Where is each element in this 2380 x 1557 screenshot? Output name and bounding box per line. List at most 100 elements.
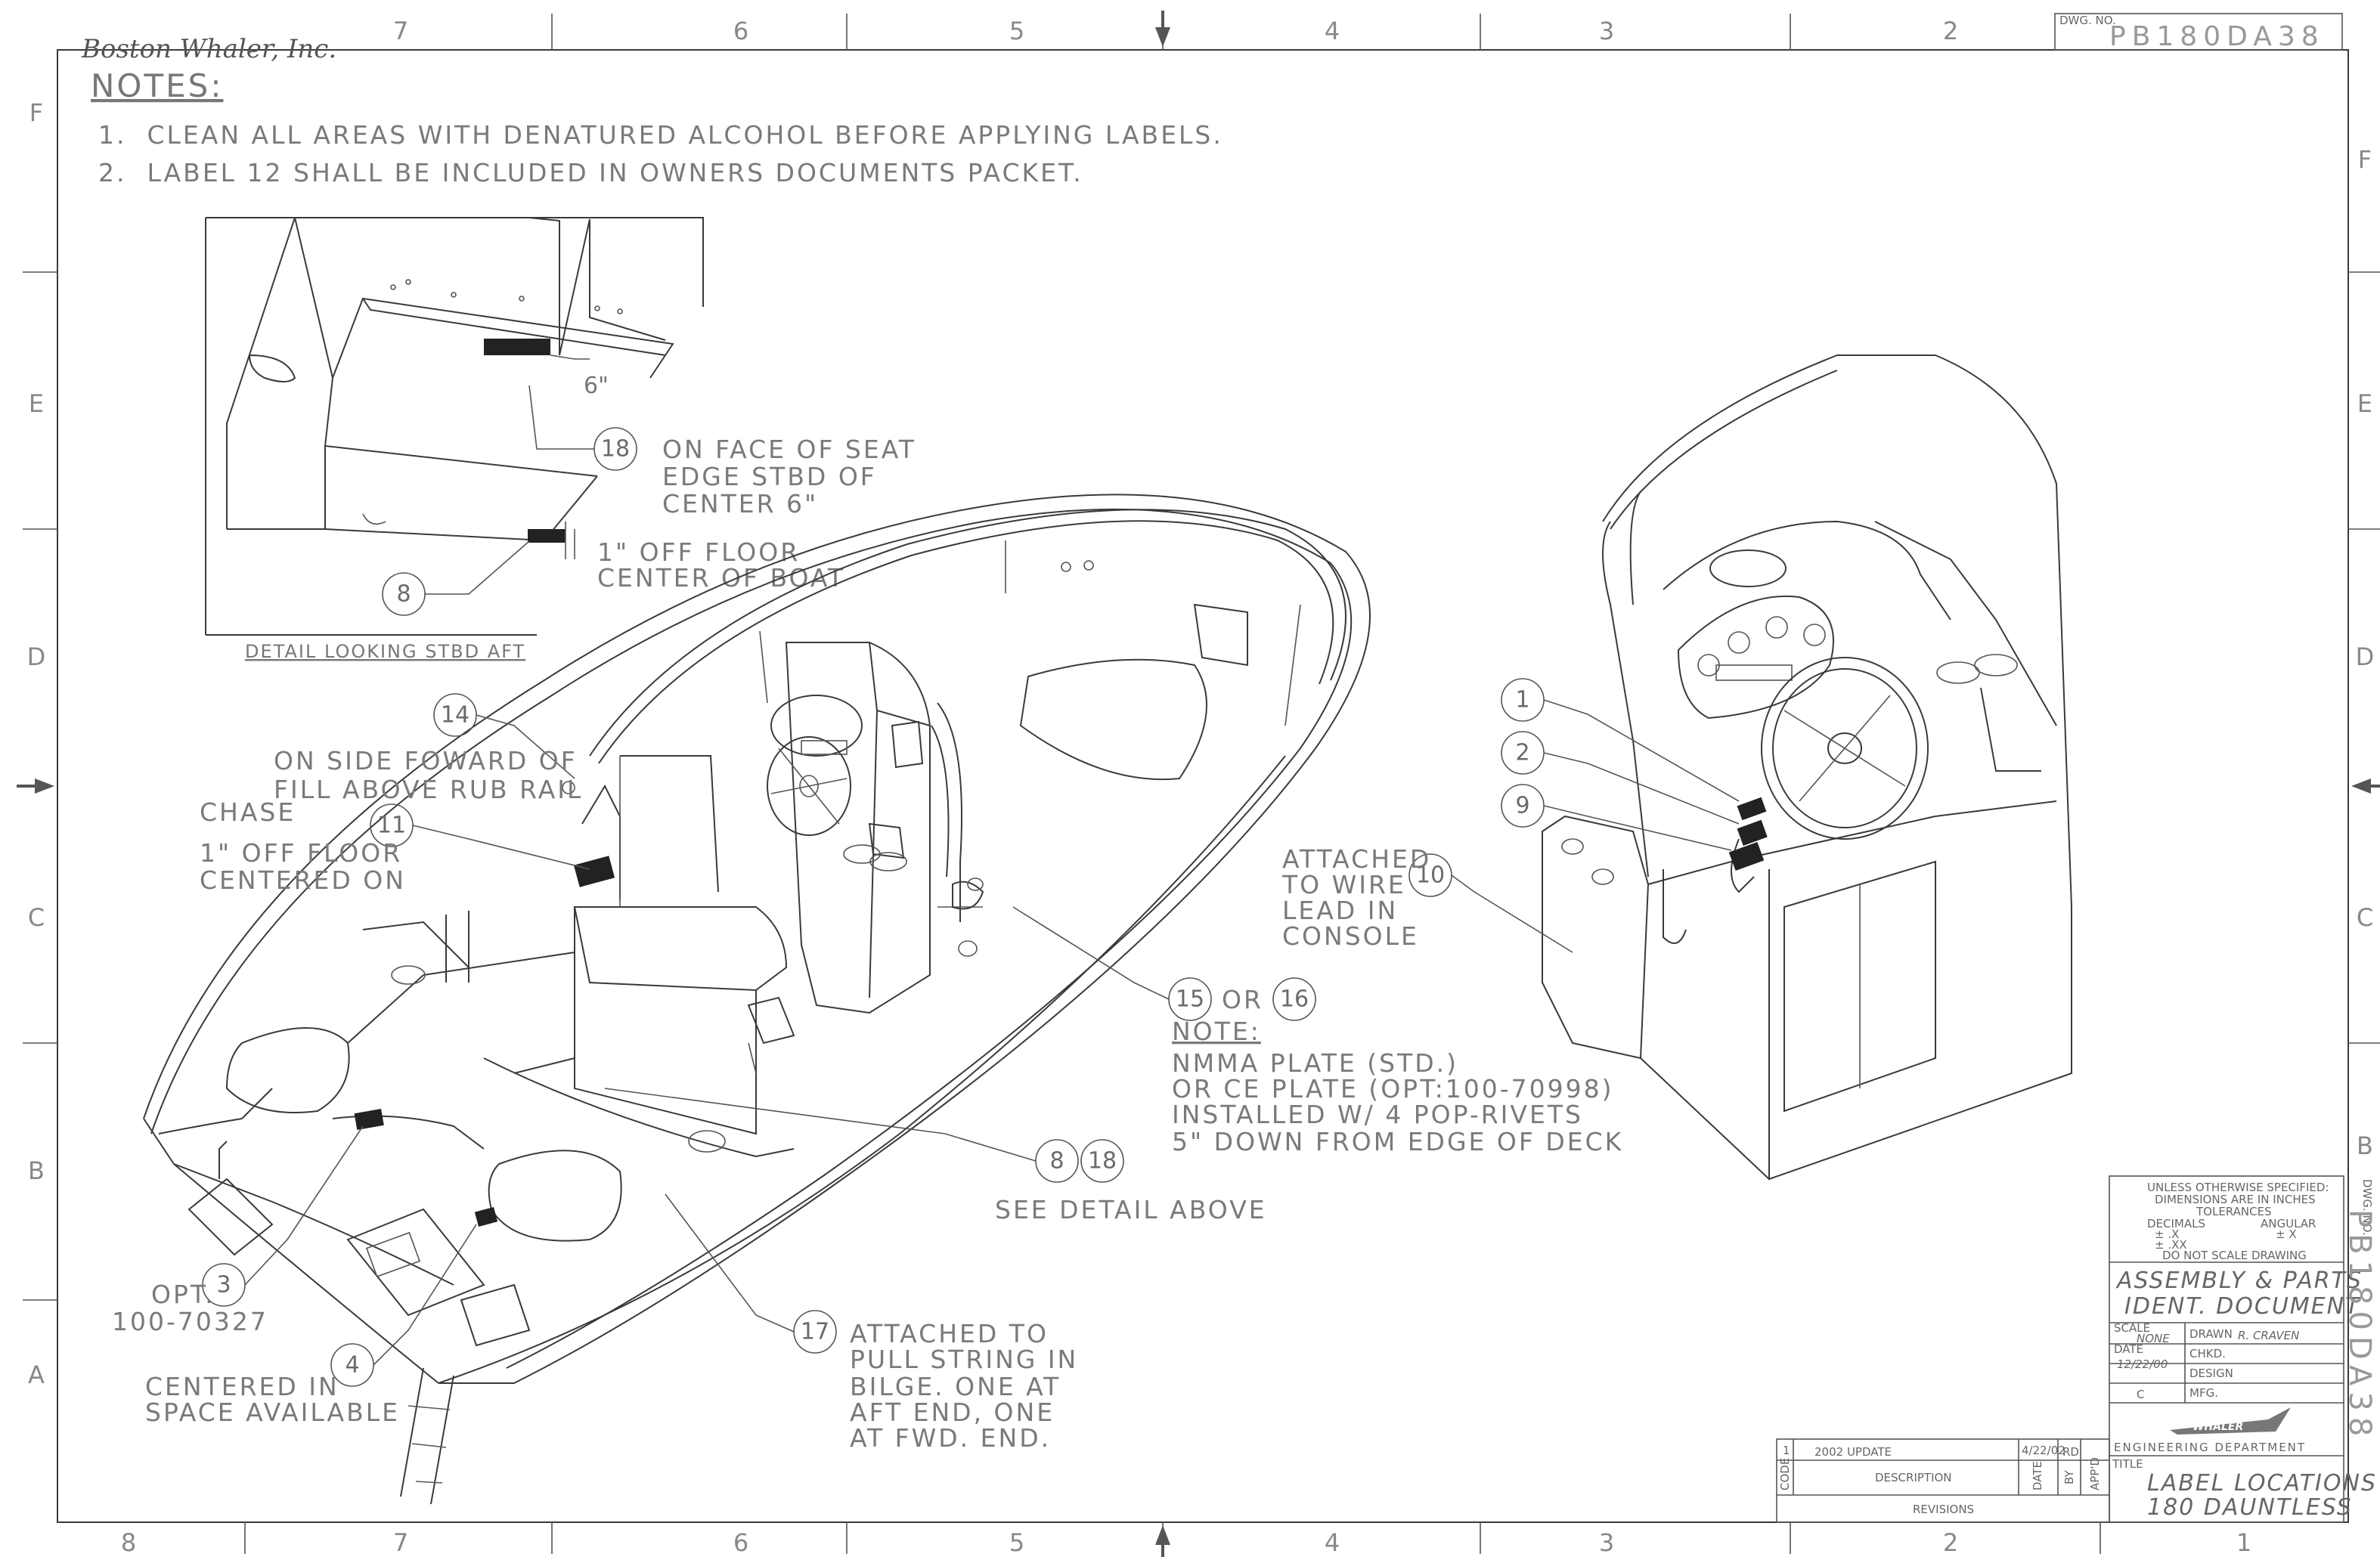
rev-date-header: DATE [2031,1461,2044,1490]
detail-view-seat: 6" [205,217,704,636]
callout-1-number: 1 [1515,687,1529,713]
company-name: Boston Whaler, Inc. [81,34,336,64]
callout-9-number: 9 [1515,793,1529,819]
whaler-logo-mark [2170,1407,2291,1435]
callout-8-number: 8 [396,581,411,608]
zone-bottom-label: 2 [1943,1528,1958,1557]
zone-left-label: D [27,642,46,671]
dwg-no: PB180DA38 [2109,21,2325,52]
detail-caption: DETAIL LOOKING STBD AFT [245,641,525,662]
callout-or-text: OR [1222,985,1263,1014]
zone-right-label: B [2357,1131,2373,1160]
design-label: DESIGN [2189,1367,2233,1380]
dim-6-inch: 6" [584,373,609,399]
callout-18-text: ON FACE OF SEAT [662,435,916,464]
callout-11-text: 1" OFF FLOOR [200,838,402,868]
callout-4-number: 4 [345,1352,359,1379]
drawing-title: LABEL LOCATIONS [2147,1470,2377,1497]
label-mark [1737,819,1768,846]
rev-code: 1 [1783,1444,1790,1457]
boat-hull-drawing [143,494,1371,1505]
zone-top-label: 2 [1943,17,1958,45]
callout-11-number: 11 [377,813,406,839]
callout-3-number: 3 [216,1272,231,1299]
zone-bottom-label: 4 [1325,1528,1340,1557]
revisions-block: 1 2002 UPDATE 4/22/02 RD CODE DESCRIPTIO… [1776,1438,2110,1523]
callout-4-text: CENTERED IN [145,1372,339,1401]
zone-bottom-label: 5 [1009,1528,1024,1557]
title-block: UNLESS OTHERWISE SPECIFIED: DIMENSIONS A… [2109,1175,2377,1523]
console-callouts: 1 2 9 10 ATTACHED TO WIRE LEAD IN CONSOL… [1281,678,1740,953]
label-mark [573,856,615,887]
main-callouts: 14 ON SIDE FOWARD OF FILL ABOVE RUB RAIL… [112,693,1623,1453]
rev-by: RD [2062,1445,2079,1459]
callout-3-text: OPT. [151,1280,215,1309]
callout-10-number: 10 [1416,862,1445,889]
callout-8-text: CENTER OF BOAT [597,563,845,593]
angular-label: ANGULAR [2261,1217,2316,1230]
label-mark [474,1206,498,1227]
side-dwg-no: PB180DA38 [2342,1209,2377,1442]
label-18-mark [484,339,550,355]
zone-bottom-label: 6 [733,1528,748,1557]
callout-17-text: ATTACHED TO [850,1319,1049,1348]
zone-right-label: D [2356,642,2375,671]
callout-16-circle [1272,977,1316,1021]
callout-16-number: 16 [1280,986,1309,1013]
decimal-tol: ± .XX [2155,1238,2187,1252]
tolerance-note: DIMENSIONS ARE IN INCHES [2155,1193,2316,1206]
zone-bottom-label: 7 [393,1528,408,1557]
scale-label: SCALE [2114,1321,2150,1335]
callout-17-number: 17 [801,1319,829,1345]
zone-top-label: 7 [393,17,408,45]
chkd-label: CHKD. [2189,1347,2226,1360]
callout-15-text: OR CE PLATE (OPT:100-70998) [1172,1074,1613,1104]
no-scale-note: DO NOT SCALE DRAWING [2162,1249,2307,1262]
rev-by-header: BY [2062,1470,2076,1484]
zone-right-label: F [2358,145,2372,174]
drawing-border [57,49,2349,1523]
zone-right-label: E [2357,389,2372,418]
callout-2-number: 2 [1515,740,1529,766]
whaler-logo: WHALER [2193,1421,2243,1433]
decimals-label: DECIMALS [2147,1217,2205,1230]
callout-8-text: 1" OFF FLOOR [597,537,800,567]
notes-heading: NOTES: [91,67,223,104]
date-value: 12/22/00 [2117,1357,2168,1371]
drawn-label: DRAWN [2189,1327,2233,1341]
tolerance-note: TOLERANCES [2196,1205,2272,1218]
centering-arrows [17,11,2380,1557]
label-mark [1737,797,1767,821]
zone-labels: 7 6 5 4 3 2 8 7 6 5 4 3 2 1 F E D C B A … [27,17,2375,1557]
callout-14-text: FILL ABOVE RUB RAIL [274,775,583,804]
callout-15-note-label: NOTE: [1172,1017,1261,1046]
callout-8b-number: 8 [1049,1148,1064,1175]
date-label: DATE [2114,1342,2143,1356]
callout-11-text: CHASE [200,797,296,827]
zone-top-label: 6 [733,17,748,45]
callout-15-text: 5" DOWN FROM EDGE OF DECK [1172,1127,1623,1156]
label-8-mark [528,529,566,543]
callout-17-text: AFT END, ONE [850,1398,1055,1427]
drawn-value: R. CRAVEN [2238,1329,2299,1342]
callout-17-text: AT FWD. END. [850,1423,1051,1453]
label-mark [354,1109,384,1130]
callout-18-text: EDGE STBD OF [662,462,877,491]
callout-18-text: CENTER 6" [662,489,818,518]
callout-10-text: ATTACHED [1282,844,1431,874]
dwg-no-box [2054,13,2343,51]
drawing-title: 180 DAUNTLESS [2147,1494,2353,1521]
tolerance-note: UNLESS OTHERWISE SPECIFIED: [2147,1181,2329,1194]
callout-10-text: TO WIRE [1281,870,1406,899]
zone-top-label: 4 [1325,17,1340,45]
callout-14-text: ON SIDE FOWARD OF [274,746,578,775]
scale-value: NONE [2137,1332,2170,1345]
decimal-tol: ± .X [2155,1227,2179,1241]
side-dwg-label: DWG. NO. [2360,1179,2374,1236]
revisions-label: REVISIONS [1913,1503,1974,1516]
doc-title: ASSEMBLY & PARTS [2115,1268,2363,1294]
callout-14-number: 14 [441,702,469,729]
callout-10-text: LEAD IN [1282,896,1398,925]
callout-4-text: SPACE AVAILABLE [145,1398,400,1427]
